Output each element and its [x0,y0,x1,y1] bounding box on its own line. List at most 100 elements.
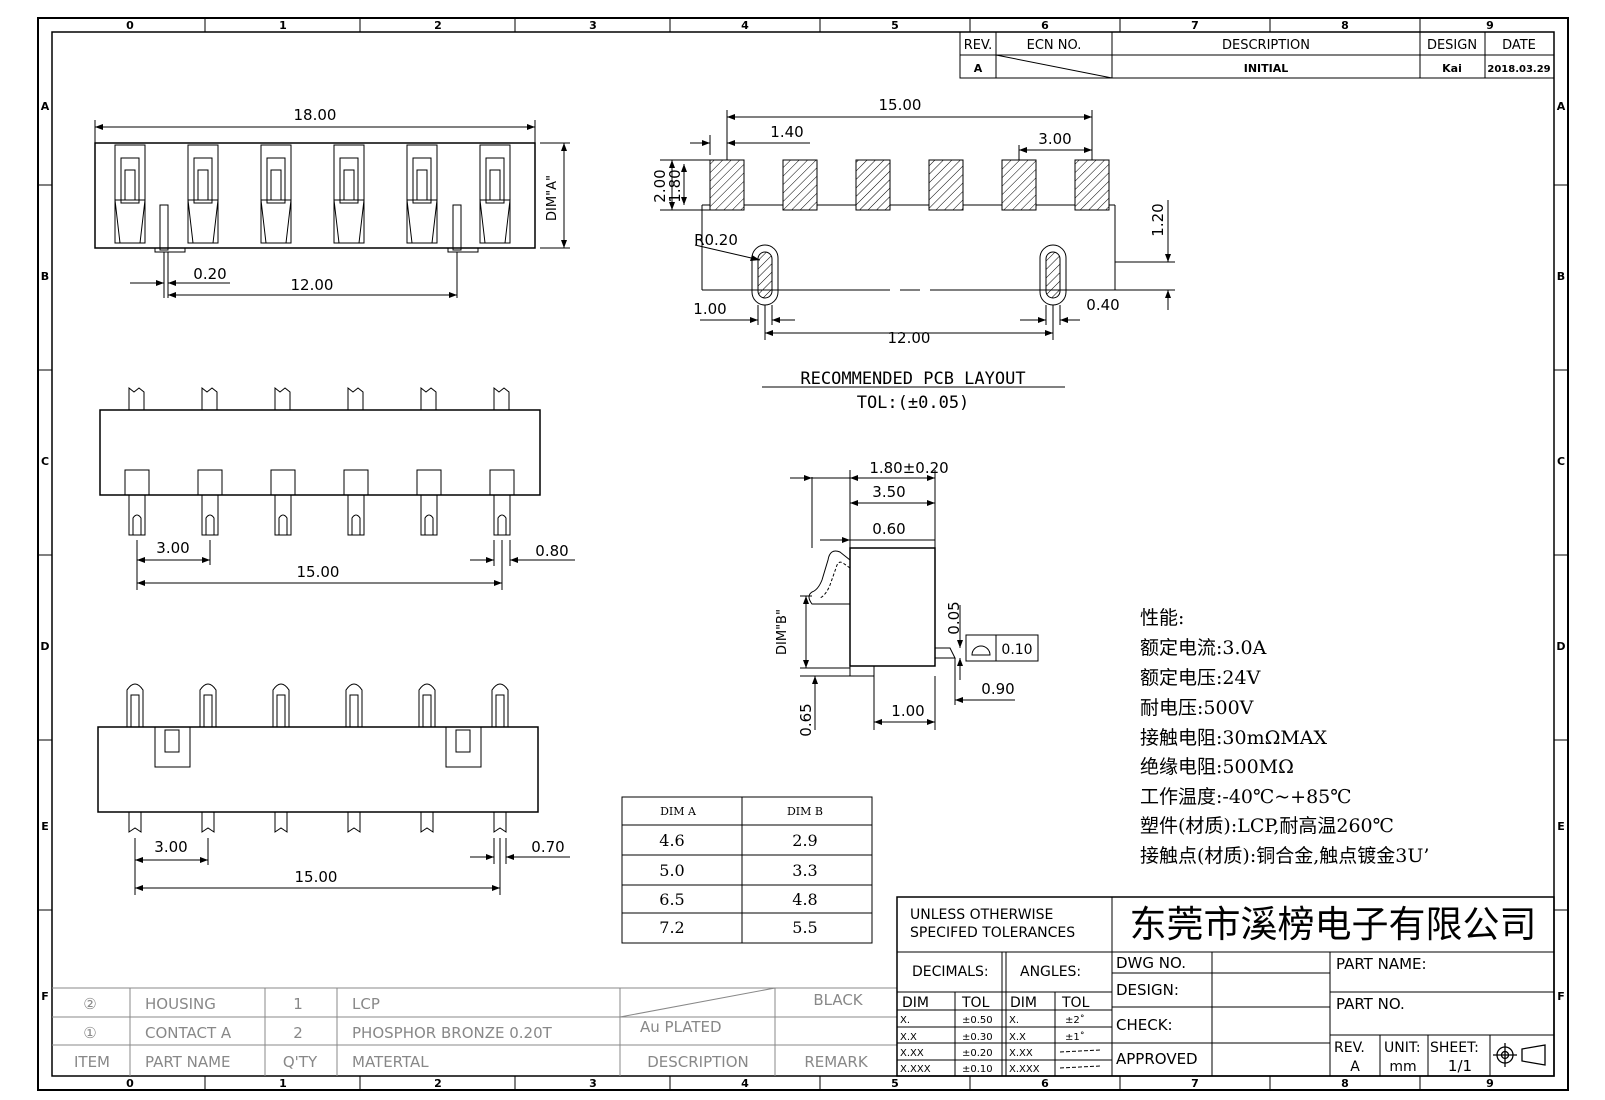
row-label-b-right: B [1557,270,1565,283]
parts-item-2: ② [83,995,96,1013]
design-header: DESIGN [1427,38,1477,53]
decimals-row: X.X [900,1032,917,1043]
dim-table-cell: 4.8 [792,890,817,909]
front-view-1-pins-bottom [124,469,515,536]
dim-table-header-b: DIM B [787,805,823,818]
col-label-8-bottom: 8 [1341,1077,1349,1090]
row-label-f-right: F [1557,990,1565,1003]
top-view-width-dim: 18.00 [294,106,337,124]
front-view-2-pins-top [126,683,509,727]
unit-label: UNIT: [1384,1040,1421,1056]
top-view: 18.00 0.20 12.00 DIM"A" [94,106,570,298]
dim-table-cell: 7.2 [659,918,684,937]
front-view-2-pitch-dim: 3.00 [154,838,187,856]
date-header: DATE [1502,38,1536,53]
col-label-0: 0 [126,19,134,32]
spec-line: 耐电压:500V [1140,697,1254,719]
front-view-1-pin-width-dim: 0.80 [535,542,568,560]
dwg-no-label: DWG NO. [1116,954,1186,972]
row-label-c-right: C [1557,455,1565,468]
rev-value: A [1350,1059,1360,1075]
spec-line: 工作温度:-40℃~+85℃ [1140,786,1352,808]
col-label-1-bottom: 1 [279,1077,287,1090]
col-label-2: 2 [434,19,442,32]
parts-qty-contact: 2 [293,1024,303,1042]
col-label-1: 1 [279,19,287,32]
parts-remark-housing: BLACK [813,991,863,1009]
row-label-a-right: A [1557,100,1566,113]
decimals-row: X. [900,1015,910,1026]
front-view-1-pins-top [128,386,510,410]
frame-grid-ticks [38,18,1568,1090]
spec-line: 额定电压:24V [1140,667,1261,689]
parts-header-item: ITEM [74,1053,110,1071]
decimals-row-tol: ±0.20 [962,1048,993,1059]
dim-table-header-a: DIM A [660,805,697,818]
rev-header: REV. [964,38,993,53]
angles-label: ANGLES: [1020,964,1081,980]
parts-description-contact: Au PLATED [640,1018,722,1036]
rev-label: REV. [1334,1040,1365,1056]
side-view-height-dim: DIM"B" [775,609,790,655]
parts-header-name: PART NAME [145,1053,231,1071]
company-name: 东莞市溪榜电子有限公司 [1130,903,1537,946]
row-label-f: F [41,990,49,1003]
part-name-label: PART NAME: [1336,955,1427,973]
row-label-a: A [41,100,50,113]
description-value: INITIAL [1244,62,1289,75]
frame-row-labels: A B C D E F A B C D E F [40,100,1565,1003]
front-view-2-pins-bottom [128,812,507,833]
row-label-e: E [41,820,49,833]
side-view-dim-a: 1.80±0.20 [869,459,948,477]
ecn-header: ECN NO. [1027,38,1082,53]
spec-line: 塑件(材质):LCP,耐高温260℃ [1140,815,1394,837]
spec-line: 性能: [1140,607,1184,629]
pcb-slot-spacing-dim: 12.00 [888,329,931,347]
title-block: UNLESS OTHERWISE SPECIFED TOLERANCES DEC… [896,896,1555,1077]
col-label-7: 7 [1191,19,1199,32]
sheet-value: 1/1 [1448,1057,1472,1075]
col-label-3: 3 [589,19,597,32]
col-label-2-bottom: 2 [434,1077,442,1090]
parts-item-1: ① [83,1024,96,1042]
side-view-dim-c: 0.60 [872,520,905,538]
pcb-layout-title: RECOMMENDED PCB LAYOUT [800,369,1025,389]
pcb-pad-inner-dim: 1.80 [666,169,684,202]
decimals-row-tol: ±0.50 [962,1015,993,1026]
front-view-1-pitch-dim: 3.00 [156,539,189,557]
row-label-e-right: E [1557,820,1565,833]
part-no-label: PART NO. [1336,995,1405,1013]
pcb-radius-dim: R0.20 [694,231,738,249]
angles-row-tol: ±2˚ [1065,1014,1085,1026]
dim-table-cell: 6.5 [659,890,684,909]
spec-line: 接触电阻:30mΩMAX [1140,727,1328,749]
front-view-1-span-dim: 15.00 [297,563,340,581]
projection-symbol-icon [1493,1043,1546,1067]
tolerance-note-line-2: SPECIFED TOLERANCES [910,925,1075,941]
spec-line: 额定电流:3.0A [1140,637,1267,659]
parts-header-description: DESCRIPTION [647,1053,749,1071]
dim-table-cell: 3.3 [792,861,817,880]
parts-list: ② HOUSING 1 LCP BLACK ① CONTACT A 2 PHOS… [52,987,897,1076]
top-view-pitch-dim: 0.20 [193,265,226,283]
col-label-6-bottom: 6 [1041,1077,1049,1090]
dim-table-cell: 5.5 [792,918,817,937]
front-view-2-span-dim: 15.00 [295,868,338,886]
col-label-7-bottom: 7 [1191,1077,1199,1090]
parts-header-material: MATERTAL [352,1053,429,1071]
side-view-foot-dim: 0.90 [981,680,1014,698]
decimals-row: X.XXX [900,1064,931,1075]
dim-table-cell: 5.0 [659,861,684,880]
col-label-4-bottom: 4 [741,1077,749,1090]
angles-row: X. [1009,1015,1019,1026]
decimals-label: DECIMALS: [912,964,989,980]
col-label-8: 8 [1341,19,1349,32]
tolerance-note-line-1: UNLESS OTHERWISE [910,907,1053,923]
side-view-flatness-value: 0.10 [1001,642,1032,658]
row-label-d: D [40,640,49,653]
description-header: DESCRIPTION [1222,38,1310,53]
parts-material-housing: LCP [352,995,380,1013]
pcb-layout-tolerance: TOL:(±0.05) [857,393,970,413]
row-label-d-right: D [1556,640,1565,653]
